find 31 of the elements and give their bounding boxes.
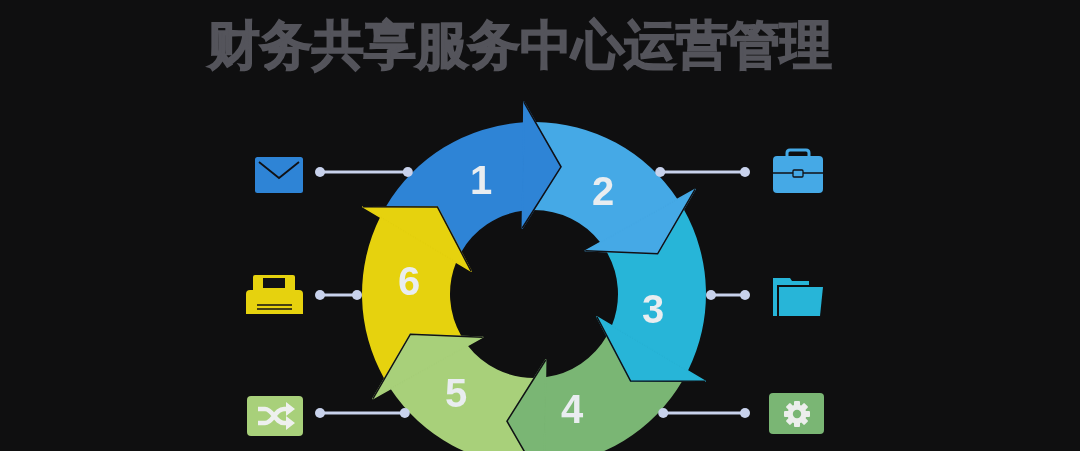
arrow — [362, 206, 472, 272]
folder-icon — [773, 278, 823, 316]
ring-segment — [362, 217, 462, 379]
leader-line — [315, 167, 413, 177]
title: 财务共享服务中心运营管理 — [208, 19, 832, 71]
ring-segment — [606, 209, 706, 371]
arrow — [506, 359, 547, 451]
gear-icon — [769, 393, 824, 434]
leader-line — [655, 167, 750, 177]
step-number: 1 — [469, 158, 493, 202]
leader-line — [658, 408, 750, 418]
arrow — [372, 333, 484, 400]
leader-line — [706, 290, 750, 300]
shuffle-icon — [247, 396, 303, 436]
arrow — [521, 101, 562, 229]
ring-segment — [544, 335, 683, 451]
briefcase-icon — [772, 148, 824, 193]
leader-line — [315, 408, 410, 418]
step-number: 2 — [591, 169, 615, 213]
step-number: 5 — [444, 371, 468, 415]
step-number: 4 — [560, 387, 584, 431]
envelope-icon — [255, 157, 303, 193]
ring-segment — [390, 345, 535, 451]
arrow — [596, 316, 706, 382]
ring-segment — [385, 122, 524, 253]
arrow — [584, 188, 696, 255]
leader-line — [315, 290, 362, 300]
step-number: 6 — [397, 259, 421, 303]
ring-segment — [533, 122, 678, 243]
step-number: 3 — [641, 287, 665, 331]
printer-icon — [246, 275, 303, 314]
